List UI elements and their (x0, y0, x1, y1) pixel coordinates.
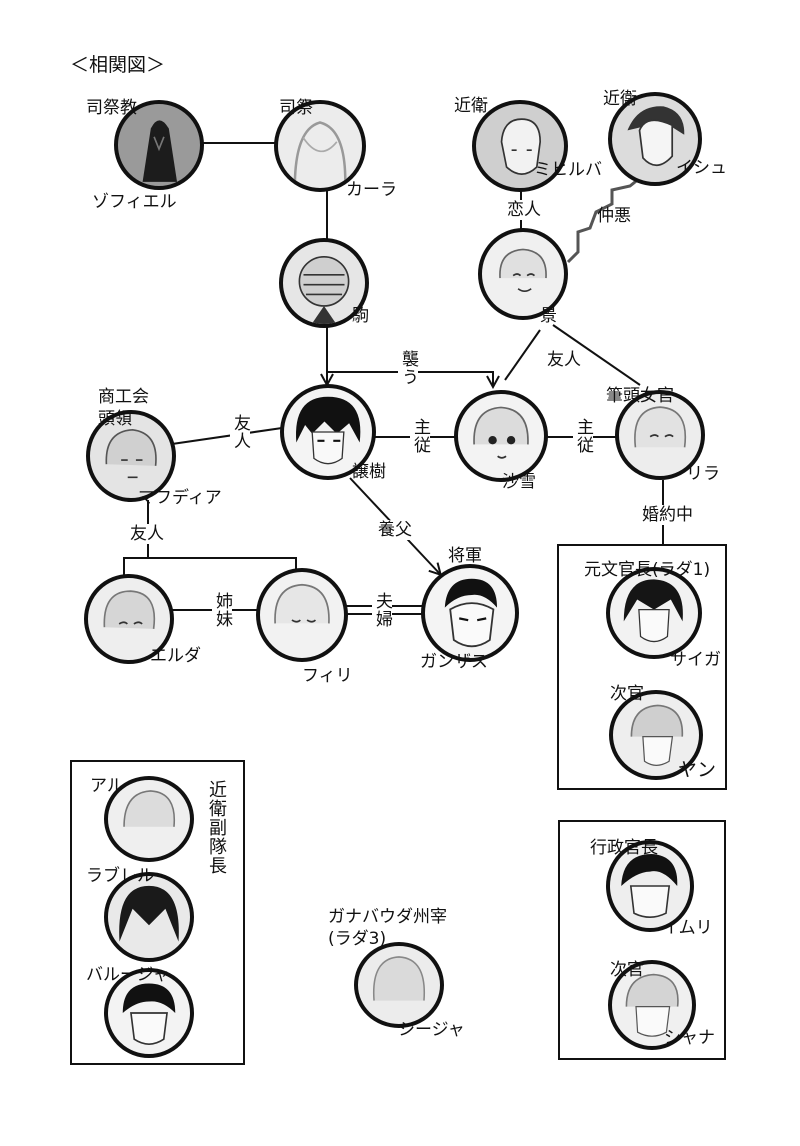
name-kara: カーラ (346, 180, 397, 200)
portrait-rira (615, 390, 705, 480)
name-baruja: バルージャ (86, 965, 170, 985)
portrait-eruda (84, 574, 174, 664)
relation-enemies: 仲悪 (597, 206, 631, 226)
relation-friends-kei: 友人 (547, 350, 581, 370)
role-mafudia: 商工会 頭領 (98, 387, 149, 429)
name-ishu: イシュ (676, 158, 727, 178)
portrait-joju (280, 384, 376, 480)
name-mafudia: マフディア (138, 488, 222, 508)
group-box-bunkan (557, 544, 727, 790)
relation-engaged: 婚約中 (640, 505, 695, 525)
line-branch-sisters (123, 557, 297, 578)
name-shija: シージャ (398, 1020, 465, 1040)
page-title: ＜相関図＞ (70, 54, 166, 76)
name-kei: 景 (540, 306, 557, 326)
name-mihiruba: ミヒルバ (534, 160, 602, 180)
relation-sisters: 姉妹 (212, 592, 232, 628)
portrait-mihiruba (472, 100, 568, 192)
role-ishu: 近衛 (603, 89, 637, 109)
name-firi: フィリ (302, 666, 353, 686)
role-yan: 次官 (610, 684, 644, 704)
name-ganzasu: ガンザス (420, 652, 488, 672)
portrait-shija (354, 942, 444, 1028)
group-box-gyosei (558, 820, 726, 1060)
name-eruda: エルダ (150, 646, 201, 666)
portrait-kara (274, 100, 366, 192)
group-box-guard-vice (70, 760, 245, 1065)
relation-married: 夫婦 (372, 592, 392, 628)
line-ishu-kei-enemies (566, 176, 641, 264)
line-attack-arrow (327, 371, 493, 386)
role-saiga: 元文官長(ラダ1) (584, 560, 711, 580)
name-imuri: イムリ (662, 918, 713, 938)
relation-master-servant-1: 主従 (410, 418, 430, 454)
relation-attack: 襲う (398, 348, 418, 388)
portrait-aru (104, 776, 194, 862)
portrait-sayuki (454, 390, 548, 482)
name-raburebu: ラブレル (86, 866, 154, 886)
role-shana: 次官 (610, 960, 644, 980)
relation-lovers: 恋人 (507, 200, 541, 220)
name-zofiel: ゾフィエル (92, 192, 177, 212)
relation-master-servant-2: 主従 (573, 418, 593, 454)
portrait-firi (256, 568, 348, 662)
role-mihiruba: 近衛 (454, 96, 488, 116)
relation-friends-joju: 友人 (230, 414, 250, 450)
name-yan: ヤン (678, 759, 717, 781)
role-shija: ガナバウダ州宰 (ラダ3) (328, 907, 447, 949)
name-saiga: サイガ (670, 650, 721, 670)
portrait-zofiel (114, 100, 204, 190)
name-shana: シャナ (664, 1028, 715, 1048)
name-sayuki: 沙雪 (502, 472, 536, 492)
portrait-imuri (606, 840, 694, 932)
relation-friends-mafudia: 友人 (130, 524, 164, 544)
portrait-koma (279, 238, 369, 328)
portrait-shana (608, 960, 696, 1050)
role-ganzasu: 将軍 (448, 546, 482, 566)
name-aru: アル (90, 776, 124, 796)
portrait-raburebu (104, 872, 194, 962)
line-kei-rira (552, 324, 641, 386)
name-joju: 譲樹 (352, 462, 386, 482)
role-rira: 筆頭女官 (606, 386, 674, 406)
portrait-saiga (606, 567, 702, 659)
portrait-baruja (104, 968, 194, 1058)
relation-foster-father: 養父 (378, 520, 412, 540)
portrait-ganzasu (421, 564, 519, 662)
portrait-yan (609, 690, 703, 780)
portrait-kei (478, 228, 568, 320)
line-mafudia-joju (171, 427, 283, 445)
line-kei-sayuki (504, 329, 541, 381)
name-koma: 駒 (352, 306, 369, 326)
role-kara: 司祭 (279, 98, 313, 118)
role-zofiel: 司祭教 (86, 98, 137, 118)
role-imuri: 行政官長 (590, 838, 658, 858)
portrait-mafudia (86, 410, 176, 502)
group-label-guard-vice: 近衛副隊長 (206, 780, 227, 875)
portrait-ishu (608, 92, 702, 186)
name-rira: リラ (686, 464, 720, 484)
